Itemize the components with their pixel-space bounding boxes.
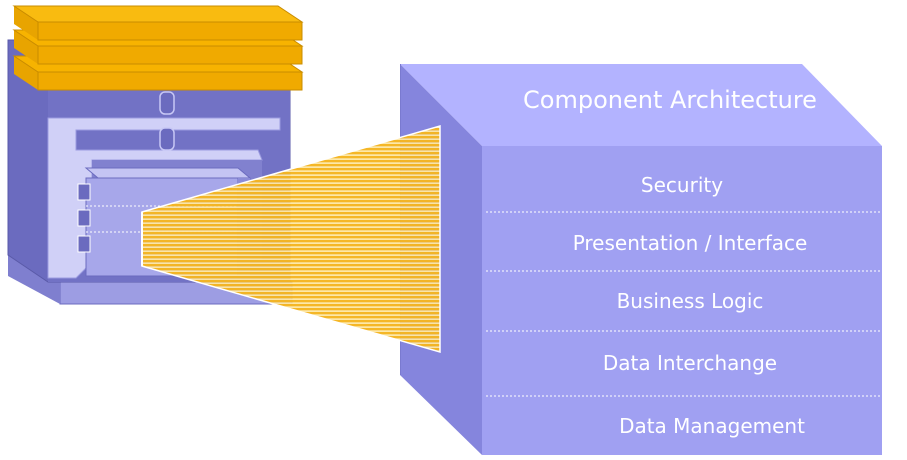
layer-label-data-management: Data Management	[619, 414, 805, 438]
gold-layer-stack	[12, 5, 304, 91]
zoom-projection-beam	[141, 125, 441, 353]
device-connector-tab	[77, 235, 91, 253]
layer-label-security: Security	[641, 173, 723, 197]
device-connector-tab	[77, 183, 91, 201]
layer-label-business-logic: Business Logic	[617, 289, 764, 313]
cube-front-face	[482, 146, 882, 455]
device-base-side	[8, 255, 60, 304]
layer-label-presentation-interface: Presentation / Interface	[573, 231, 808, 255]
cube-title: Component Architecture	[523, 86, 817, 114]
device-pillar	[159, 127, 175, 151]
cube-top-face	[400, 64, 882, 146]
layer-label-data-interchange: Data Interchange	[603, 351, 777, 375]
architecture-cube: Component Architecture Security Presenta…	[400, 64, 882, 455]
device-module-top	[84, 167, 252, 179]
device-inner-frame	[47, 117, 281, 279]
device-pillar	[159, 91, 175, 115]
device-connector-tab	[77, 209, 91, 227]
